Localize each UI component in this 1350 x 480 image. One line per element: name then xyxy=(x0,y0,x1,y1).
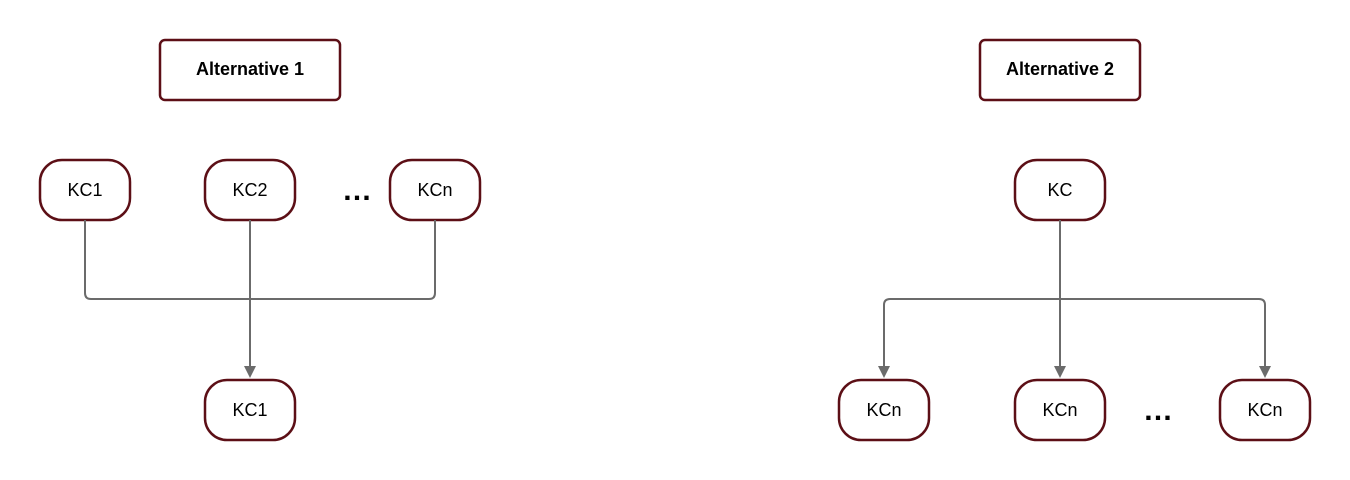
alt1-source-node-2-label: KC2 xyxy=(232,180,267,200)
alt2-target-node-3: KCn xyxy=(1218,378,1312,442)
alt2-target-node-1: KCn xyxy=(837,378,931,442)
alternative-1-title-label: Alternative 1 xyxy=(196,59,304,79)
alternative-2-group: Alternative 2 KC KCn KCn … KCn xyxy=(837,38,1312,442)
alt2-target-node-3-label: KCn xyxy=(1247,400,1282,420)
alt2-source-node: KC xyxy=(1013,158,1107,222)
alt1-arrowhead xyxy=(244,366,256,378)
alternative-2-title: Alternative 2 xyxy=(978,38,1142,102)
alt2-ellipsis: … xyxy=(1143,394,1173,427)
alt2-target-node-2-label: KCn xyxy=(1042,400,1077,420)
alt1-source-node-2: KC2 xyxy=(203,158,297,222)
alt1-source-node-3-label: KCn xyxy=(417,180,452,200)
alt1-target-node-label: KC1 xyxy=(232,400,267,420)
alt1-source-node-1: KC1 xyxy=(38,158,132,222)
alt2-target-node-2: KCn xyxy=(1013,378,1107,442)
alt2-arrowhead-3 xyxy=(1259,366,1271,378)
alt2-arrowhead-1 xyxy=(878,366,890,378)
alternative-2-title-label: Alternative 2 xyxy=(1006,59,1114,79)
alt2-edge-to-node-1 xyxy=(883,298,1060,366)
alternative-1-group: Alternative 1 KC1 KC2 … KCn KC1 xyxy=(38,38,482,442)
alt1-ellipsis: … xyxy=(342,174,372,207)
alt1-target-node: KC1 xyxy=(203,378,297,442)
alt2-edge-to-node-3 xyxy=(1060,298,1266,366)
alt2-target-node-1-label: KCn xyxy=(866,400,901,420)
alternative-1-title: Alternative 1 xyxy=(158,38,342,102)
alt2-source-node-label: KC xyxy=(1047,180,1072,200)
alt1-edge-from-node-1 xyxy=(84,220,250,300)
alt1-edge-from-node-3 xyxy=(250,220,436,300)
alt1-source-node-3: KCn xyxy=(388,158,482,222)
alt2-arrowhead-2 xyxy=(1054,366,1066,378)
alt1-source-node-1-label: KC1 xyxy=(67,180,102,200)
